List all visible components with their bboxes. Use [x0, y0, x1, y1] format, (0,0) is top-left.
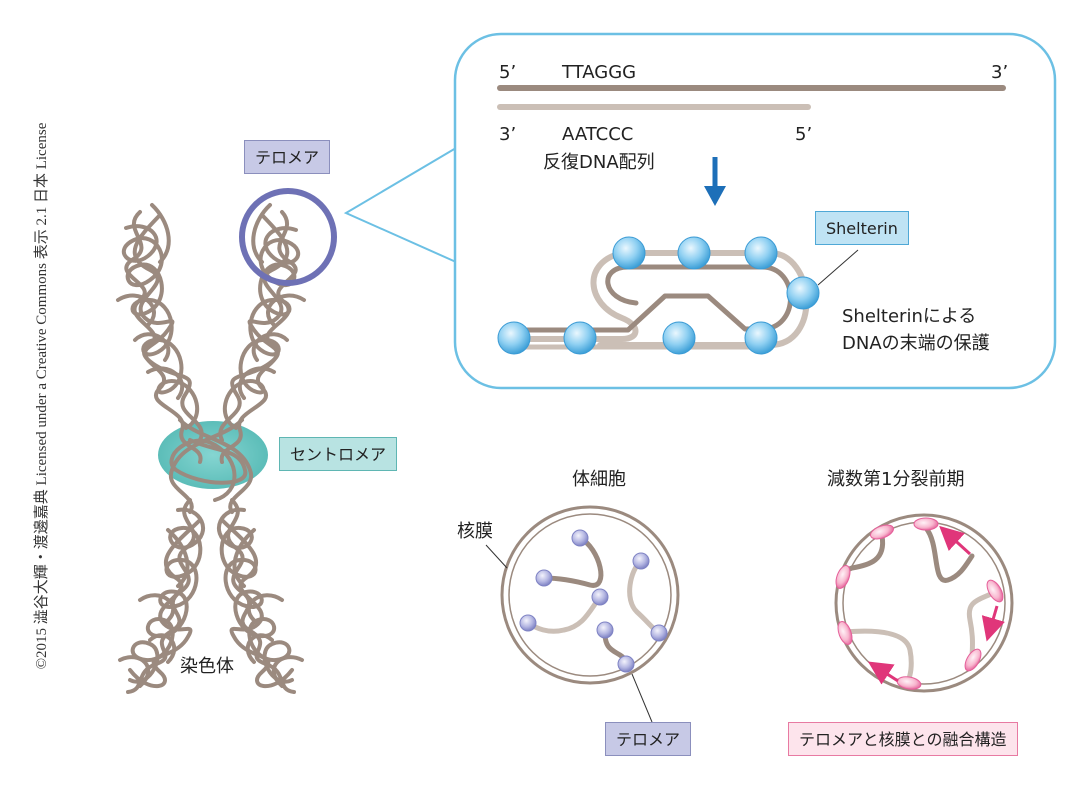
shelterin-ball	[744, 236, 778, 270]
strand-bottom-seq-label: AATCCC	[562, 124, 633, 145]
repeat-dna-label: 反復DNA配列	[543, 152, 655, 173]
callout-pointer-edge	[343, 147, 457, 263]
nuclear-envelope-pointer	[485, 544, 508, 569]
telomere-ball	[519, 614, 537, 632]
strand-top-seq-label: TTAGGG	[561, 62, 636, 83]
shelterin-protect-label-2: DNAの末端の保護	[842, 333, 990, 354]
strand-top-5-label: 5’	[499, 62, 516, 83]
shelterin-ball	[563, 321, 597, 355]
meiosis-label: 減数第1分裂前期	[827, 469, 964, 490]
movement-arrow-icon	[981, 605, 1005, 642]
telomere-tag-top: テロメア	[244, 140, 331, 174]
telomere-highlight-circle	[239, 188, 337, 286]
shelterin-ball	[677, 236, 711, 270]
telomere-bottom-pointer	[631, 673, 653, 723]
somatic-cell-nucleus	[500, 505, 680, 685]
shelterin-pointer	[817, 249, 859, 286]
chromosome	[116, 203, 306, 694]
strand-top-3-label: 3’	[991, 62, 1008, 83]
shelterin-tag: Shelterin	[815, 211, 909, 245]
fusion-ball	[870, 524, 894, 540]
centromere-tag: セントロメア	[279, 437, 398, 471]
callout-box	[453, 32, 1057, 390]
fusion-ball	[835, 565, 851, 589]
shelterin-ball	[744, 321, 778, 355]
fusion-tag: テロメアと核膜との融合構造	[788, 722, 1018, 756]
shelterin-ball	[786, 276, 820, 310]
telomere-ball	[591, 588, 609, 606]
telomere-ball	[632, 552, 650, 570]
copyright-notice: ©2015 澁谷大輝・渡邊嘉典 Licensed under a Creativ…	[34, 122, 50, 670]
telomere-ball	[617, 655, 635, 673]
telomere-ball	[571, 529, 589, 547]
strand-bottom-5-label: 5’	[795, 124, 812, 145]
shelterin-ball	[612, 236, 646, 270]
shelterin-ball	[662, 321, 696, 355]
meiosis-cell-nucleus	[834, 513, 1014, 693]
fusion-ball	[837, 621, 853, 645]
fusion-ball	[964, 648, 982, 672]
telomere-ball	[650, 624, 668, 642]
telomere-tag-bottom: テロメア	[605, 722, 692, 756]
shelterin-ball	[497, 321, 531, 355]
telomere-ball	[535, 569, 553, 587]
fusion-ball	[986, 579, 1004, 603]
callout-pointer	[346, 148, 456, 262]
shelterin-proteins	[497, 236, 820, 355]
somatic-cell-label: 体細胞	[572, 469, 626, 490]
chromosome-label: 染色体	[180, 656, 234, 677]
telomere-ball	[596, 621, 614, 639]
movement-arrow-icon	[939, 525, 972, 556]
fusion-ball	[913, 517, 939, 531]
down-arrow-icon	[704, 157, 726, 206]
strand-bottom-3-label: 3’	[499, 124, 516, 145]
shelterin-protect-label-1: Shelterinによる	[842, 306, 976, 327]
nuclear-envelope-label: 核膜	[457, 521, 493, 542]
movement-arrow-icon	[867, 661, 899, 685]
